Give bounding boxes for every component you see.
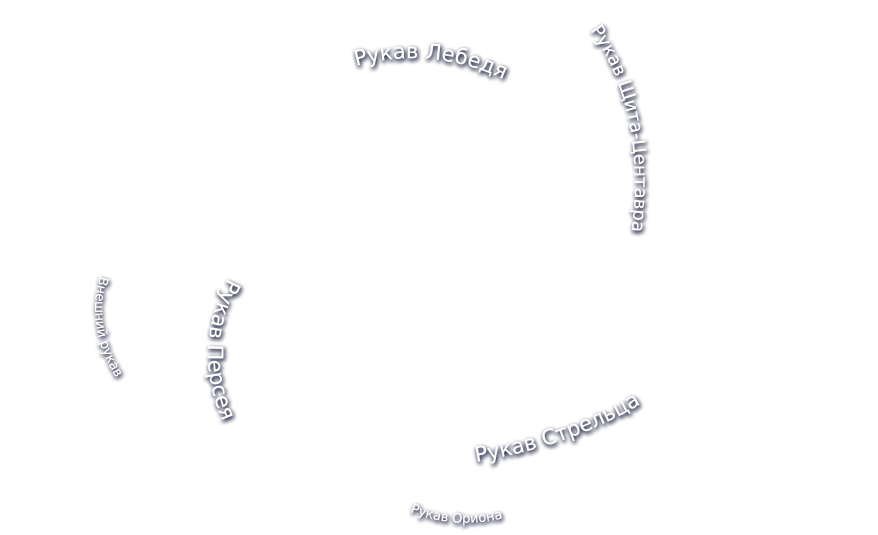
- scutum-centaurus-arm-label: Рукав Щита-Центавра: [586, 21, 651, 233]
- perseus-arm-label: Рукав Персея: [203, 276, 245, 423]
- cygnus-arm-label: Рукав Лебедя: [352, 39, 512, 83]
- sagittarius-arm-label: Рукав Стрельца: [473, 387, 644, 467]
- outer-arm-label: Внешний рукав: [91, 275, 126, 380]
- orion-arm-label: Рукав Ориона: [409, 502, 504, 527]
